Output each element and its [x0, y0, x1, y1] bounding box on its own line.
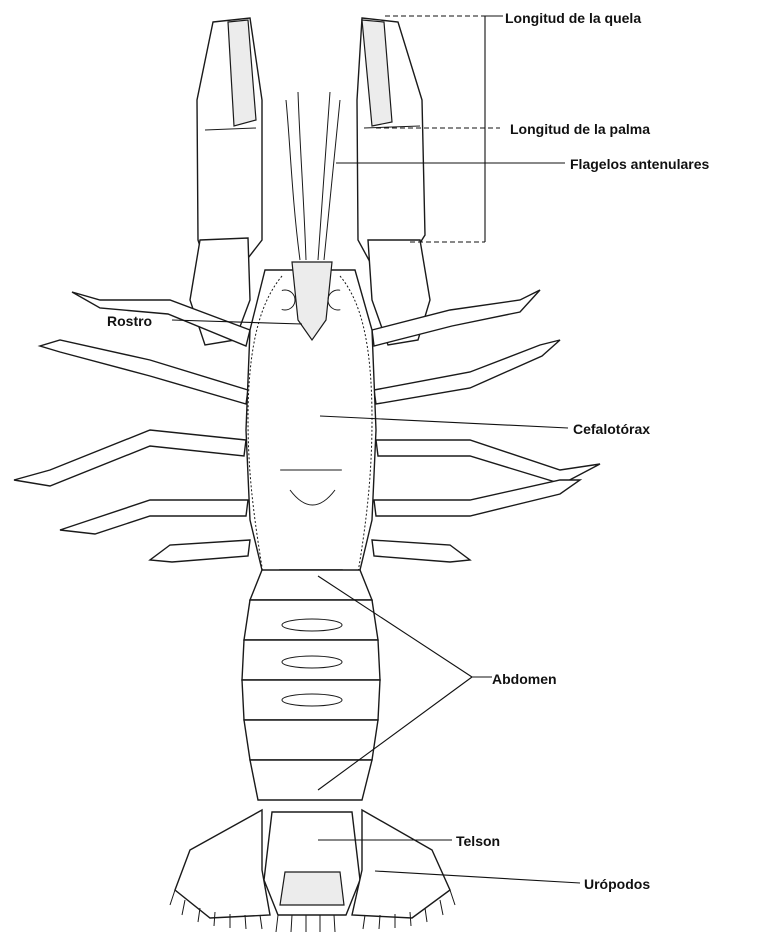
label-rostro: Rostro — [107, 313, 152, 329]
label-abdomen: Abdomen — [492, 671, 557, 687]
left-walking-legs — [14, 292, 250, 562]
label-longitud-palma: Longitud de la palma — [510, 121, 650, 137]
telson-shape — [264, 812, 360, 915]
left-chela — [190, 18, 262, 345]
crayfish-drawing — [14, 18, 600, 932]
label-uropodos: Urópodos — [584, 876, 650, 892]
abdomen-segments — [242, 570, 380, 800]
label-telson: Telson — [456, 833, 500, 849]
right-walking-legs — [372, 290, 600, 562]
label-longitud-quela: Longitud de la quela — [505, 10, 641, 26]
label-cefalotorax: Cefalotórax — [573, 421, 650, 437]
right-chela — [357, 18, 430, 345]
label-flagelos-antenulares: Flagelos antenulares — [570, 156, 709, 172]
antennular-flagella — [286, 92, 340, 260]
